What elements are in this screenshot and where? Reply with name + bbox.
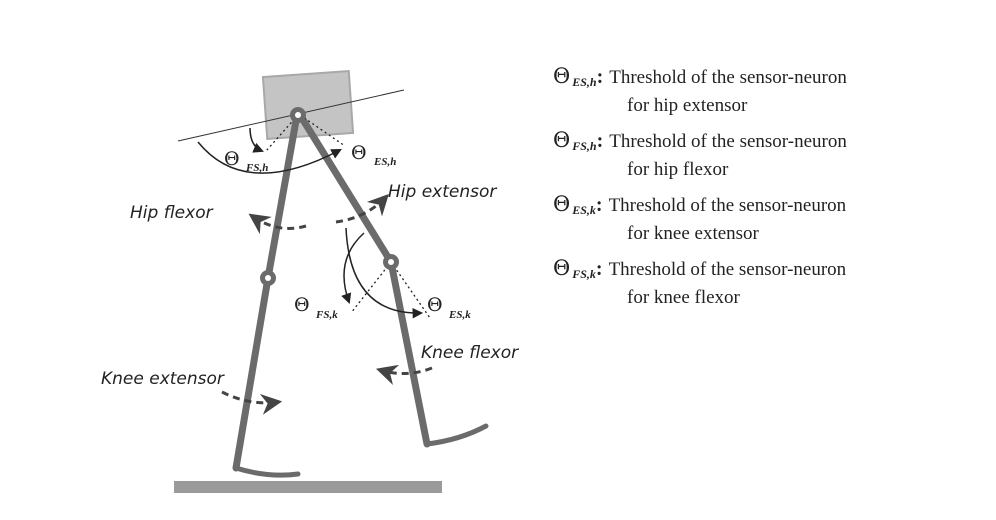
- swing-knee-joint: [383, 254, 399, 270]
- theta-fs-h-label: Θ FS,h: [224, 148, 268, 174]
- theta-es-k-label: Θ ES,k: [427, 294, 471, 321]
- ground-bar: [174, 481, 442, 493]
- legend-target: for knee extensor: [627, 223, 759, 244]
- stance-shank: [232, 274, 272, 472]
- legend-description: Threshold of the sensor-neuron: [609, 131, 847, 152]
- hip-es-arc: [197, 141, 342, 174]
- legend-colon: :: [596, 130, 604, 152]
- hip-extensor-threshold-ray: [299, 114, 346, 147]
- legend-colon: :: [595, 194, 603, 216]
- svg-text:Θ: Θ: [224, 148, 240, 170]
- legend-theta-symbol: Θ: [553, 192, 571, 216]
- legend-subscript: FS,h: [572, 139, 597, 153]
- svg-text:Θ: Θ: [427, 294, 443, 316]
- swing-thigh: [296, 111, 395, 266]
- knee-flexor-threshold-ray: [350, 261, 392, 314]
- knee-es-arc: [345, 227, 424, 319]
- hip-flexor-arrow: [248, 213, 307, 235]
- svg-text:ES,k: ES,k: [448, 309, 471, 321]
- legend-colon: :: [595, 258, 603, 280]
- legend-subscript: ES,k: [572, 203, 596, 217]
- legend-subscript: FS,k: [572, 267, 596, 281]
- swing-shank: [387, 258, 431, 448]
- legend-description: Threshold of the sensor-neuron: [609, 67, 847, 88]
- knee-extensor-arrow: [221, 390, 283, 415]
- legend-theta-symbol: Θ: [553, 64, 571, 88]
- legend-theta-symbol: Θ: [553, 256, 571, 280]
- legend-target: for knee flexor: [627, 287, 740, 308]
- svg-text:ES,h: ES,h: [373, 156, 396, 168]
- svg-text:Θ: Θ: [351, 142, 367, 164]
- legend-description: Threshold of the sensor-neuron: [608, 195, 847, 216]
- knee-fs-arc: [341, 232, 365, 304]
- hip-fs-arc: [249, 127, 264, 153]
- legend-target: for hip extensor: [627, 95, 748, 116]
- hip-flexor-threshold-ray: [265, 114, 299, 152]
- legend-description: Threshold of the sensor-neuron: [608, 259, 847, 280]
- legend-subscript: ES,h: [572, 75, 597, 89]
- stance-foot: [233, 465, 301, 478]
- legend-colon: :: [596, 66, 604, 88]
- hip-joint: [290, 107, 306, 123]
- theta-fs-k-label: Θ FS,k: [294, 294, 338, 321]
- hip-extensor-arrow: [335, 193, 389, 224]
- knee-extensor-threshold-ray: [390, 261, 431, 319]
- theta-es-h-label: Θ ES,h: [351, 142, 396, 168]
- swing-foot: [424, 423, 489, 447]
- svg-text:Θ: Θ: [294, 294, 310, 316]
- hip-extensor-label: Hip extensor: [388, 182, 497, 202]
- legend-theta-symbol: Θ: [553, 128, 571, 152]
- legend-target: for hip flexor: [627, 159, 729, 180]
- stance-knee-joint: [260, 270, 276, 286]
- knee-flexor-arrow: [375, 364, 433, 385]
- hip-flexor-label: Hip flexor: [130, 203, 214, 223]
- stance-thigh: [264, 111, 301, 282]
- svg-text:FS,h: FS,h: [245, 162, 268, 174]
- svg-text:FS,k: FS,k: [315, 309, 338, 321]
- knee-flexor-label: Knee flexor: [421, 343, 519, 363]
- knee-extensor-label: Knee extensor: [101, 369, 225, 389]
